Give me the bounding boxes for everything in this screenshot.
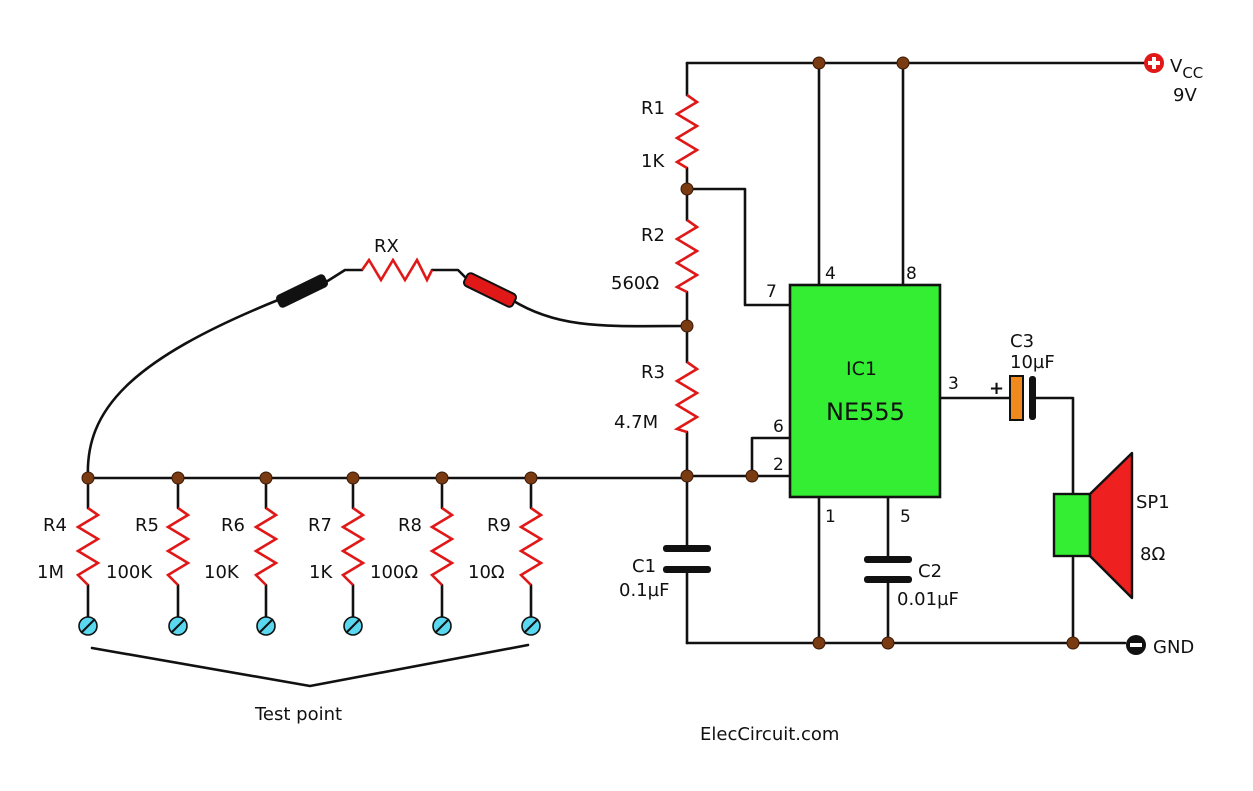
- c2-value: 0.01µF: [897, 589, 959, 610]
- c1-ref: C1: [632, 556, 656, 577]
- terminal-icon: [521, 616, 541, 636]
- speaker-ref: SP1: [1136, 492, 1170, 513]
- test-point-label: Test point: [254, 704, 342, 725]
- r2-ref: R2: [641, 225, 665, 246]
- terminal-icon: [256, 616, 276, 636]
- pin-7: 7: [766, 282, 777, 302]
- resistor-r1: [674, 93, 700, 170]
- r1-ref: R1: [641, 98, 665, 119]
- r2-value: 560Ω: [611, 273, 659, 294]
- resistor-r7: [340, 506, 366, 586]
- pin-6: 6: [773, 417, 784, 437]
- probe-red: [463, 272, 517, 308]
- ic-body: [788, 283, 942, 499]
- gnd-label: GND: [1153, 637, 1194, 658]
- c3-polarity: +: [989, 378, 1004, 399]
- r9-ref: R9: [487, 515, 511, 536]
- resistors: [75, 93, 700, 586]
- resistor-r3: [673, 360, 700, 434]
- r9-value: 10Ω: [468, 562, 505, 583]
- rx-ref: RX: [374, 236, 399, 257]
- pin-1: 1: [825, 507, 836, 527]
- vcc-voltage: 9V: [1173, 85, 1197, 106]
- c3-ref: C3: [1010, 331, 1034, 352]
- gnd-minus-icon: [1126, 635, 1146, 655]
- r4-ref: R4: [43, 515, 67, 536]
- c2-ref: C2: [918, 561, 942, 582]
- test-point-terminals: [78, 616, 541, 636]
- pin-2: 2: [773, 455, 784, 475]
- vcc-label: VCC: [1170, 56, 1203, 82]
- resistor-rx: [360, 257, 434, 283]
- ic-part: NE555: [826, 398, 905, 426]
- c1-value: 0.1µF: [619, 580, 669, 601]
- r7-value: 1K: [309, 562, 333, 583]
- pin-4: 4: [825, 264, 836, 284]
- resistor-r6: [253, 506, 279, 586]
- website-label: ElecCircuit.com: [700, 724, 839, 745]
- vcc-plus-icon: [1144, 53, 1164, 73]
- r3-value: 4.7M: [614, 412, 658, 433]
- c3-value: 10µF: [1010, 352, 1055, 373]
- r1-value: 1K: [641, 151, 665, 172]
- r6-value: 10K: [204, 562, 240, 583]
- capacitor-c1: [663, 545, 711, 573]
- probe-black: [276, 274, 328, 308]
- speaker-icon: [1052, 451, 1134, 600]
- pin-3: 3: [948, 374, 959, 394]
- ic-ref: IC1: [846, 358, 877, 380]
- r4-value: 1M: [37, 562, 64, 583]
- r7-ref: R7: [308, 515, 332, 536]
- r5-value: 100K: [106, 562, 153, 583]
- r8-value: 100Ω: [370, 562, 418, 583]
- speaker-value: 8Ω: [1140, 544, 1165, 565]
- capacitor-c3: [1009, 375, 1036, 421]
- resistor-r9: [518, 506, 544, 586]
- terminal-icon: [343, 616, 363, 636]
- resistor-r5: [165, 506, 191, 586]
- resistor-r4: [75, 506, 101, 586]
- r5-ref: R5: [135, 515, 159, 536]
- pin-8: 8: [906, 264, 917, 284]
- r8-ref: R8: [398, 515, 422, 536]
- terminal-icon: [432, 616, 452, 636]
- r3-ref: R3: [641, 362, 665, 383]
- wires: [86, 61, 1152, 688]
- r6-ref: R6: [221, 515, 245, 536]
- pin-5: 5: [900, 507, 911, 527]
- terminal-icon: [168, 616, 188, 636]
- resistor-r8: [429, 506, 455, 586]
- resistor-r2: [674, 218, 700, 294]
- junction-dots: [81, 56, 1080, 650]
- terminal-icon: [78, 616, 98, 636]
- capacitor-c2: [864, 556, 912, 583]
